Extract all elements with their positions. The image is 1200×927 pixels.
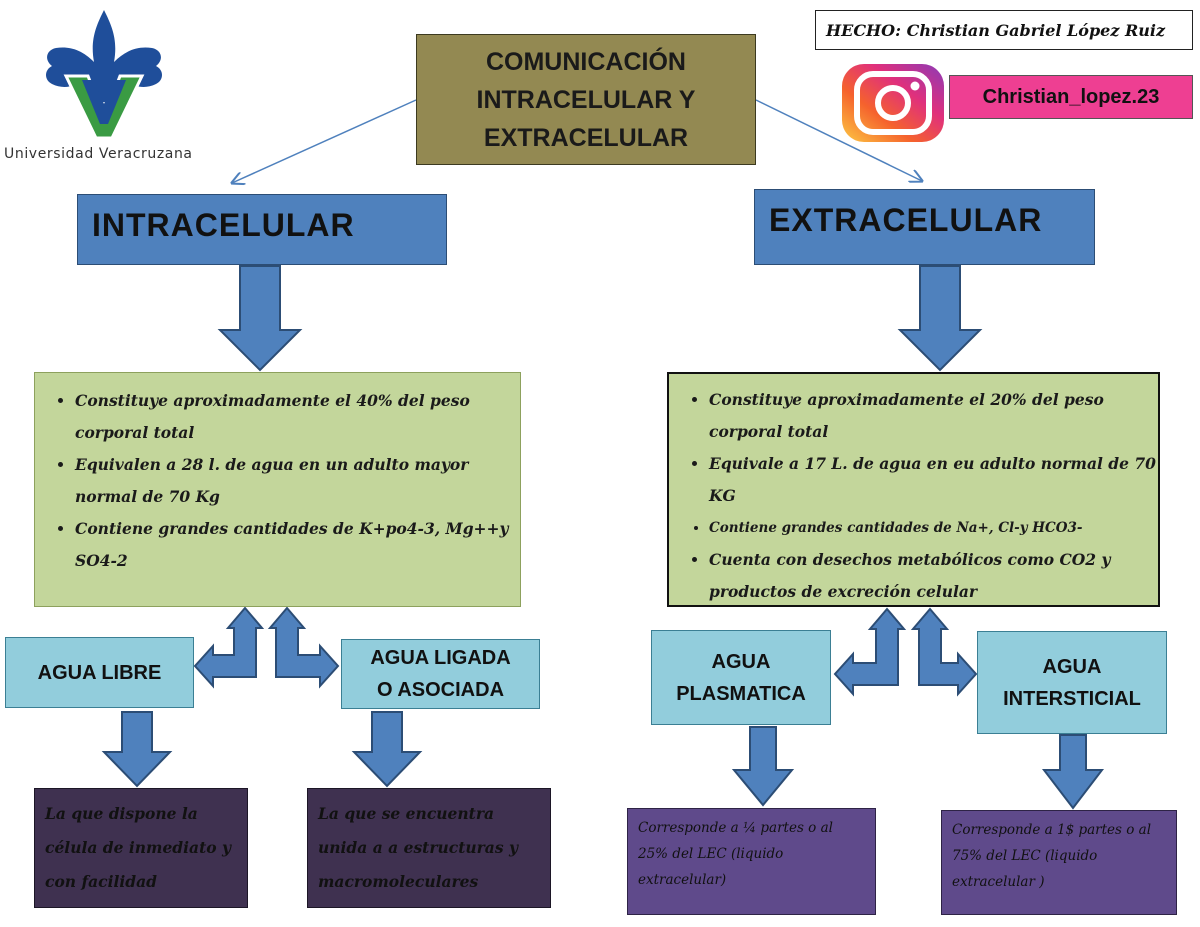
- agua-ligada-box: AGUA LIGADA O ASOCIADA: [341, 639, 540, 709]
- split-arrow-icon: [910, 607, 978, 697]
- block-arrow-down-icon: [1041, 734, 1105, 810]
- agua-libre-description: La que dispone la célula de inmediato y …: [34, 788, 248, 908]
- block-arrow-down-icon: [897, 265, 983, 372]
- block-arrow-down-icon: [217, 265, 303, 372]
- title-to-intracelular-connector: [232, 99, 417, 183]
- intracelular-bullet: Equivalen a 28 l. de agua en un adulto m…: [75, 449, 520, 513]
- intracelular-box: INTRACELULAR: [77, 194, 447, 265]
- agua-plasmatica-box: AGUA PLASMATICA: [651, 630, 831, 725]
- extracelular-bullet: Equivale a 17 L. de agua en eu adulto no…: [709, 448, 1158, 512]
- uv-logo-icon: [46, 10, 162, 140]
- split-arrow-icon: [267, 606, 340, 689]
- split-arrow-icon: [193, 606, 265, 689]
- block-arrow-down-icon: [731, 726, 795, 807]
- agua-intersticial-description: Corresponde a 1$ partes o al 75% del LEC…: [941, 810, 1177, 915]
- instagram-handle: Christian_lopez.23: [949, 75, 1193, 119]
- extracelular-bullet: Cuenta con desechos metabólicos como CO2…: [709, 544, 1158, 608]
- block-arrow-down-icon: [351, 711, 423, 788]
- agua-libre-box: AGUA LIBRE: [5, 637, 194, 708]
- agua-ligada-description: La que se encuentra unida a a estructura…: [307, 788, 551, 908]
- agua-intersticial-box: AGUA INTERSTICIAL: [977, 631, 1167, 734]
- author-credit: HECHO: Christian Gabriel López Ruiz: [815, 10, 1193, 50]
- extracelular-bullet: Contiene grandes cantidades de Na+, Cl-y…: [709, 512, 1158, 544]
- intracelular-bullet: Constituye aproximadamente el 40% del pe…: [75, 385, 520, 449]
- split-arrow-icon: [833, 607, 907, 697]
- instagram-icon: [842, 64, 944, 142]
- title-to-extracelular-connector: [755, 99, 922, 181]
- main-title: COMUNICACIÓN INTRACELULAR Y EXTRACELULAR: [416, 34, 756, 165]
- extracelular-bullet: Constituye aproximadamente el 20% del pe…: [709, 384, 1158, 448]
- agua-plasmatica-description: Corresponde a ¼ partes o al 25% del LEC …: [627, 808, 876, 915]
- intracelular-bullet: Contiene grandes cantidades de K+po4-3, …: [75, 513, 520, 577]
- extracelular-box: EXTRACELULAR: [754, 189, 1095, 265]
- block-arrow-down-icon: [101, 711, 173, 788]
- logo-caption: Universidad Veracruzana: [4, 146, 193, 162]
- intracelular-details: Constituye aproximadamente el 40% del pe…: [34, 372, 521, 607]
- extracelular-details: Constituye aproximadamente el 20% del pe…: [667, 372, 1160, 607]
